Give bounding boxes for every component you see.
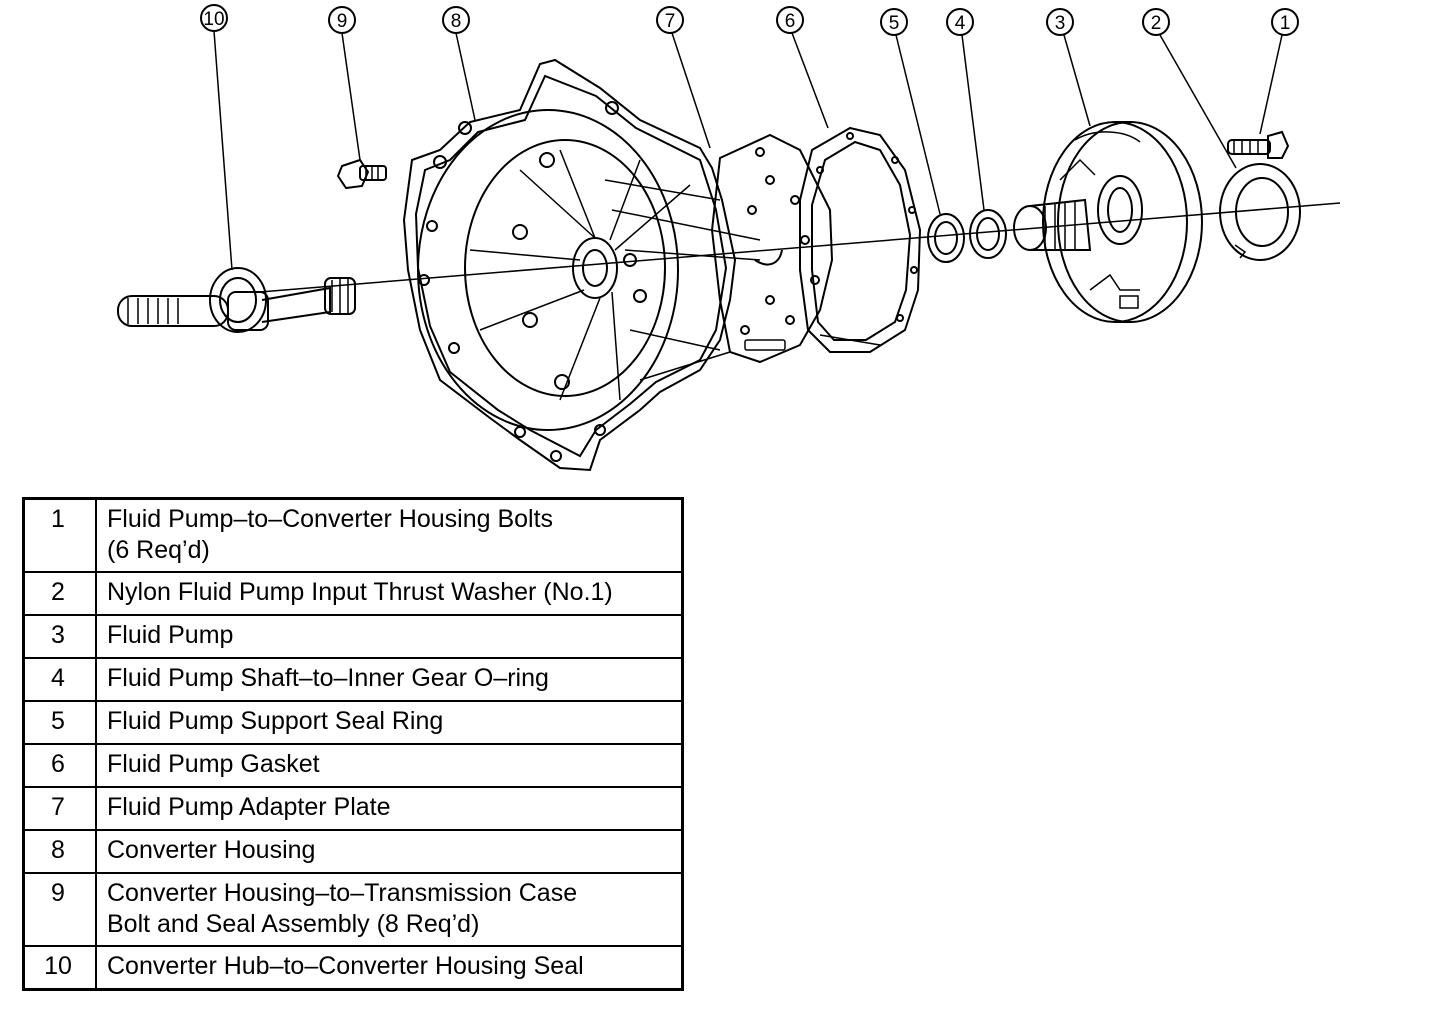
- part-9-bolt: [336, 158, 387, 190]
- legend-number: 5: [22, 700, 97, 745]
- legend-number: 3: [22, 614, 97, 659]
- svg-text:1: 1: [1280, 13, 1291, 34]
- callout-7: 7: [656, 6, 711, 149]
- part-6-gasket: [799, 126, 922, 353]
- legend-row: 3 Fluid Pump: [22, 614, 684, 659]
- legend-description: Converter Housing–to–Transmission Case B…: [95, 872, 684, 947]
- part-10-shaft-seal: [117, 267, 356, 333]
- legend-row: 4 Fluid Pump Shaft–to–Inner Gear O–ring: [22, 657, 684, 702]
- svg-text:9: 9: [337, 11, 348, 32]
- legend-description: Fluid Pump Support Seal Ring: [95, 700, 684, 745]
- legend-row: 9 Converter Housing–to–Transmission Case…: [22, 872, 684, 947]
- callout-6: 6: [776, 6, 829, 129]
- parts-legend-table: 1 Fluid Pump–to–Converter Housing Bolts …: [22, 497, 684, 991]
- legend-number: 6: [22, 743, 97, 788]
- svg-text:10: 10: [203, 9, 224, 30]
- part-4-o-ring: [969, 209, 1007, 259]
- legend-number: 1: [22, 497, 97, 573]
- svg-text:5: 5: [889, 13, 900, 34]
- part-7-adapter-plate: [710, 133, 834, 364]
- legend-description: Converter Hub–to–Converter Housing Seal: [95, 945, 684, 990]
- callout-10: 10: [200, 4, 233, 271]
- legend-row: 1 Fluid Pump–to–Converter Housing Bolts …: [22, 497, 684, 573]
- exploded-view-diagram: 10 9 8 7 6 5 4 3 2 1: [117, 4, 1341, 472]
- callout-9: 9: [328, 6, 361, 161]
- callout-3: 3: [1046, 8, 1091, 127]
- legend-description: Fluid Pump Adapter Plate: [95, 786, 684, 831]
- legend-description: Fluid Pump Shaft–to–Inner Gear O–ring: [95, 657, 684, 702]
- callout-2: 2: [1142, 8, 1237, 169]
- svg-text:7: 7: [665, 11, 676, 32]
- legend-number: 8: [22, 829, 97, 874]
- legend-row: 5 Fluid Pump Support Seal Ring: [22, 700, 684, 745]
- svg-text:6: 6: [785, 11, 796, 32]
- legend-number: 9: [22, 872, 97, 947]
- legend-description: Converter Housing: [95, 829, 684, 874]
- part-8-converter-housing: [402, 58, 761, 472]
- svg-text:4: 4: [955, 13, 966, 34]
- legend-description: Fluid Pump–to–Converter Housing Bolts (6…: [95, 497, 684, 573]
- svg-text:3: 3: [1055, 13, 1066, 34]
- callout-5: 5: [880, 8, 941, 215]
- legend-row: 7 Fluid Pump Adapter Plate: [22, 786, 684, 831]
- legend-number: 2: [22, 571, 97, 616]
- legend-row: 6 Fluid Pump Gasket: [22, 743, 684, 788]
- callout-1: 1: [1259, 8, 1299, 135]
- svg-text:8: 8: [451, 11, 462, 32]
- part-2-thrust-washer: [1219, 163, 1301, 261]
- part-1-bolt: [1227, 130, 1290, 159]
- callout-4: 4: [946, 8, 985, 211]
- legend-number: 7: [22, 786, 97, 831]
- legend-row: 2 Nylon Fluid Pump Input Thrust Washer (…: [22, 571, 684, 616]
- part-3-fluid-pump: [1013, 121, 1203, 323]
- legend-number: 4: [22, 657, 97, 702]
- legend-description: Nylon Fluid Pump Input Thrust Washer (No…: [95, 571, 684, 616]
- legend-description: Fluid Pump Gasket: [95, 743, 684, 788]
- part-5-seal-ring: [927, 213, 965, 263]
- legend-number: 10: [22, 945, 97, 990]
- legend-row: 10 Converter Hub–to–Converter Housing Se…: [22, 945, 684, 990]
- legend-description: Fluid Pump: [95, 614, 684, 659]
- callout-8: 8: [442, 6, 476, 121]
- legend-row: 8 Converter Housing: [22, 829, 684, 874]
- svg-text:2: 2: [1151, 13, 1162, 34]
